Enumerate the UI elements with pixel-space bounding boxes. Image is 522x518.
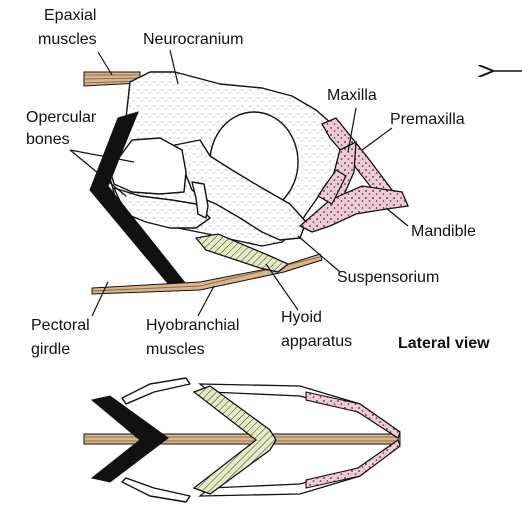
leader-neurocranium <box>169 49 179 85</box>
hyoid-apparatus-lateral <box>194 233 290 273</box>
leader-suspensorium <box>297 235 341 273</box>
leader-hyoid <box>265 263 299 311</box>
label-pectoral-line2: girdle <box>31 341 70 358</box>
leader-opercular-1 <box>69 149 135 163</box>
label-hyobranchial-line1: Hyobranchial <box>146 317 239 334</box>
leader-premaxilla <box>361 127 393 151</box>
opercular-bone-upper <box>109 137 187 195</box>
ventral-view-diagram <box>83 377 401 503</box>
ventral-muscle-bundle <box>83 433 401 445</box>
label-epaxial-line2: muscles <box>38 31 97 48</box>
label-premaxilla: Premaxilla <box>390 111 465 128</box>
gill-arch-upper <box>121 377 191 405</box>
label-hyobranchial-line2: muscles <box>146 341 205 358</box>
leader-maxilla <box>347 107 357 153</box>
hyobranchial-muscle-bands <box>91 253 323 295</box>
lateral-view-diagram <box>69 49 522 317</box>
leader-opercular-2 <box>69 149 127 197</box>
leader-hyobranchial <box>197 285 215 317</box>
label-lateral-view: Lateral view <box>398 335 490 352</box>
pectoral-girdle-ventral <box>90 395 169 483</box>
label-pectoral-line1: Pectoral <box>31 317 90 334</box>
label-epaxial-line1: Epaxial <box>44 7 96 24</box>
leader-epaxial <box>97 51 113 76</box>
hyoid-apparatus-ventral <box>192 385 277 495</box>
gill-arch-lower <box>121 477 191 503</box>
opercular-stipple <box>114 188 210 228</box>
label-hyoid-line1: Hyoid <box>281 309 322 326</box>
label-hyoid-line2: apparatus <box>281 333 352 350</box>
suspensorium-stipple <box>170 140 306 240</box>
label-opercular-line1: Opercular <box>26 109 97 126</box>
preopercle-bone <box>191 181 209 219</box>
leader-mandible <box>385 207 409 227</box>
label-suspensorium: Suspensorium <box>337 269 439 286</box>
ventral-mandible-upper-pink <box>305 391 401 439</box>
mandible-bone <box>298 185 409 233</box>
leader-pectoral <box>91 281 109 317</box>
jaw-process <box>317 169 347 205</box>
label-mandible: Mandible <box>411 223 476 240</box>
label-neurocranium: Neurocranium <box>143 31 243 48</box>
ventral-mandible-lower-pink <box>305 439 401 489</box>
label-maxilla: Maxilla <box>327 87 377 104</box>
label-opercular-line2: bones <box>26 131 70 148</box>
